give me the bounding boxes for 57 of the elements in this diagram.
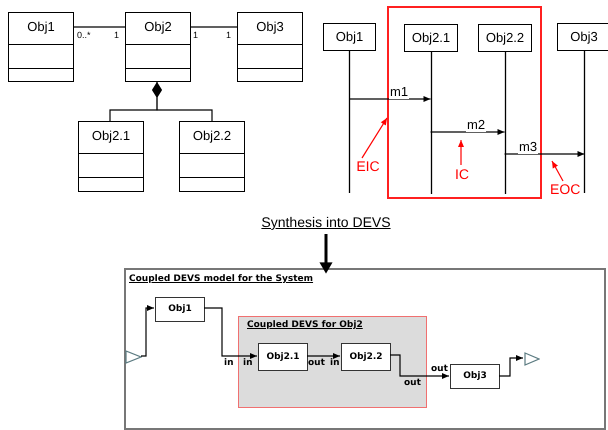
class-name: Obj1 <box>26 19 56 34</box>
port-label: out <box>308 358 325 368</box>
lifeline-name: Obj3 <box>569 29 599 44</box>
port-label: out <box>431 364 448 374</box>
port-label: in <box>330 358 340 368</box>
model-box: Obj2.1 <box>258 343 308 371</box>
leader-arrow <box>551 160 564 182</box>
class-name: Obj3 <box>255 19 285 34</box>
class-name: Obj2 <box>143 19 173 34</box>
arrow <box>141 305 154 357</box>
arrow <box>307 353 340 359</box>
class-box <box>8 12 74 82</box>
port-label: in <box>243 358 252 368</box>
coupled-model-frame <box>238 316 427 408</box>
fragment-frame <box>387 6 542 199</box>
arrow <box>319 234 333 274</box>
port-label: out <box>404 378 421 388</box>
port-triangle <box>524 352 540 366</box>
arrow <box>390 354 449 379</box>
annotation-label: EOC <box>550 181 579 199</box>
lifeline-name: Obj1 <box>334 29 364 44</box>
class-name: Obj2.1 <box>90 128 132 143</box>
edge-label: m3 <box>518 139 538 154</box>
association-line <box>74 26 125 28</box>
lifeline-name: Obj2.1 <box>410 30 452 45</box>
annotation-label: EIC <box>354 158 382 176</box>
multiplicity-label: 1 <box>226 30 232 40</box>
multiplicity-label: 1 <box>114 30 120 40</box>
class-box <box>78 121 144 192</box>
arrow <box>204 307 257 359</box>
frame-title: Coupled DEVS model for the System <box>129 274 314 284</box>
arrow <box>350 96 430 102</box>
multiplicity-label: 0..* <box>77 30 91 40</box>
leader-arrow <box>458 140 464 165</box>
arrow <box>430 129 504 135</box>
class-name: Obj2.2 <box>192 128 232 143</box>
model-box: Obj1 <box>155 297 205 322</box>
edge-label: m2 <box>466 117 486 132</box>
edge-label: m1 <box>389 84 410 99</box>
lifeline-name: Obj2.2 <box>484 30 526 45</box>
heading-text: Synthesis into DEVS <box>240 214 412 234</box>
annotation-label: IC <box>454 166 470 184</box>
port-triangle <box>125 350 142 364</box>
model-box: Obj3 <box>450 364 500 389</box>
port-label: in <box>224 358 234 368</box>
model-box: Obj2.2 <box>341 343 391 371</box>
association-line <box>191 26 237 28</box>
arrow <box>504 151 584 157</box>
frame-title: Coupled DEVS for Obj2 <box>247 320 363 330</box>
composition-line <box>152 82 213 121</box>
class-box <box>237 12 303 82</box>
multiplicity-label: 1 <box>193 30 198 40</box>
class-box <box>179 121 245 192</box>
arrow <box>499 355 523 377</box>
leader-arrow <box>362 118 388 158</box>
class-box <box>125 12 191 82</box>
model-frame <box>124 268 606 430</box>
